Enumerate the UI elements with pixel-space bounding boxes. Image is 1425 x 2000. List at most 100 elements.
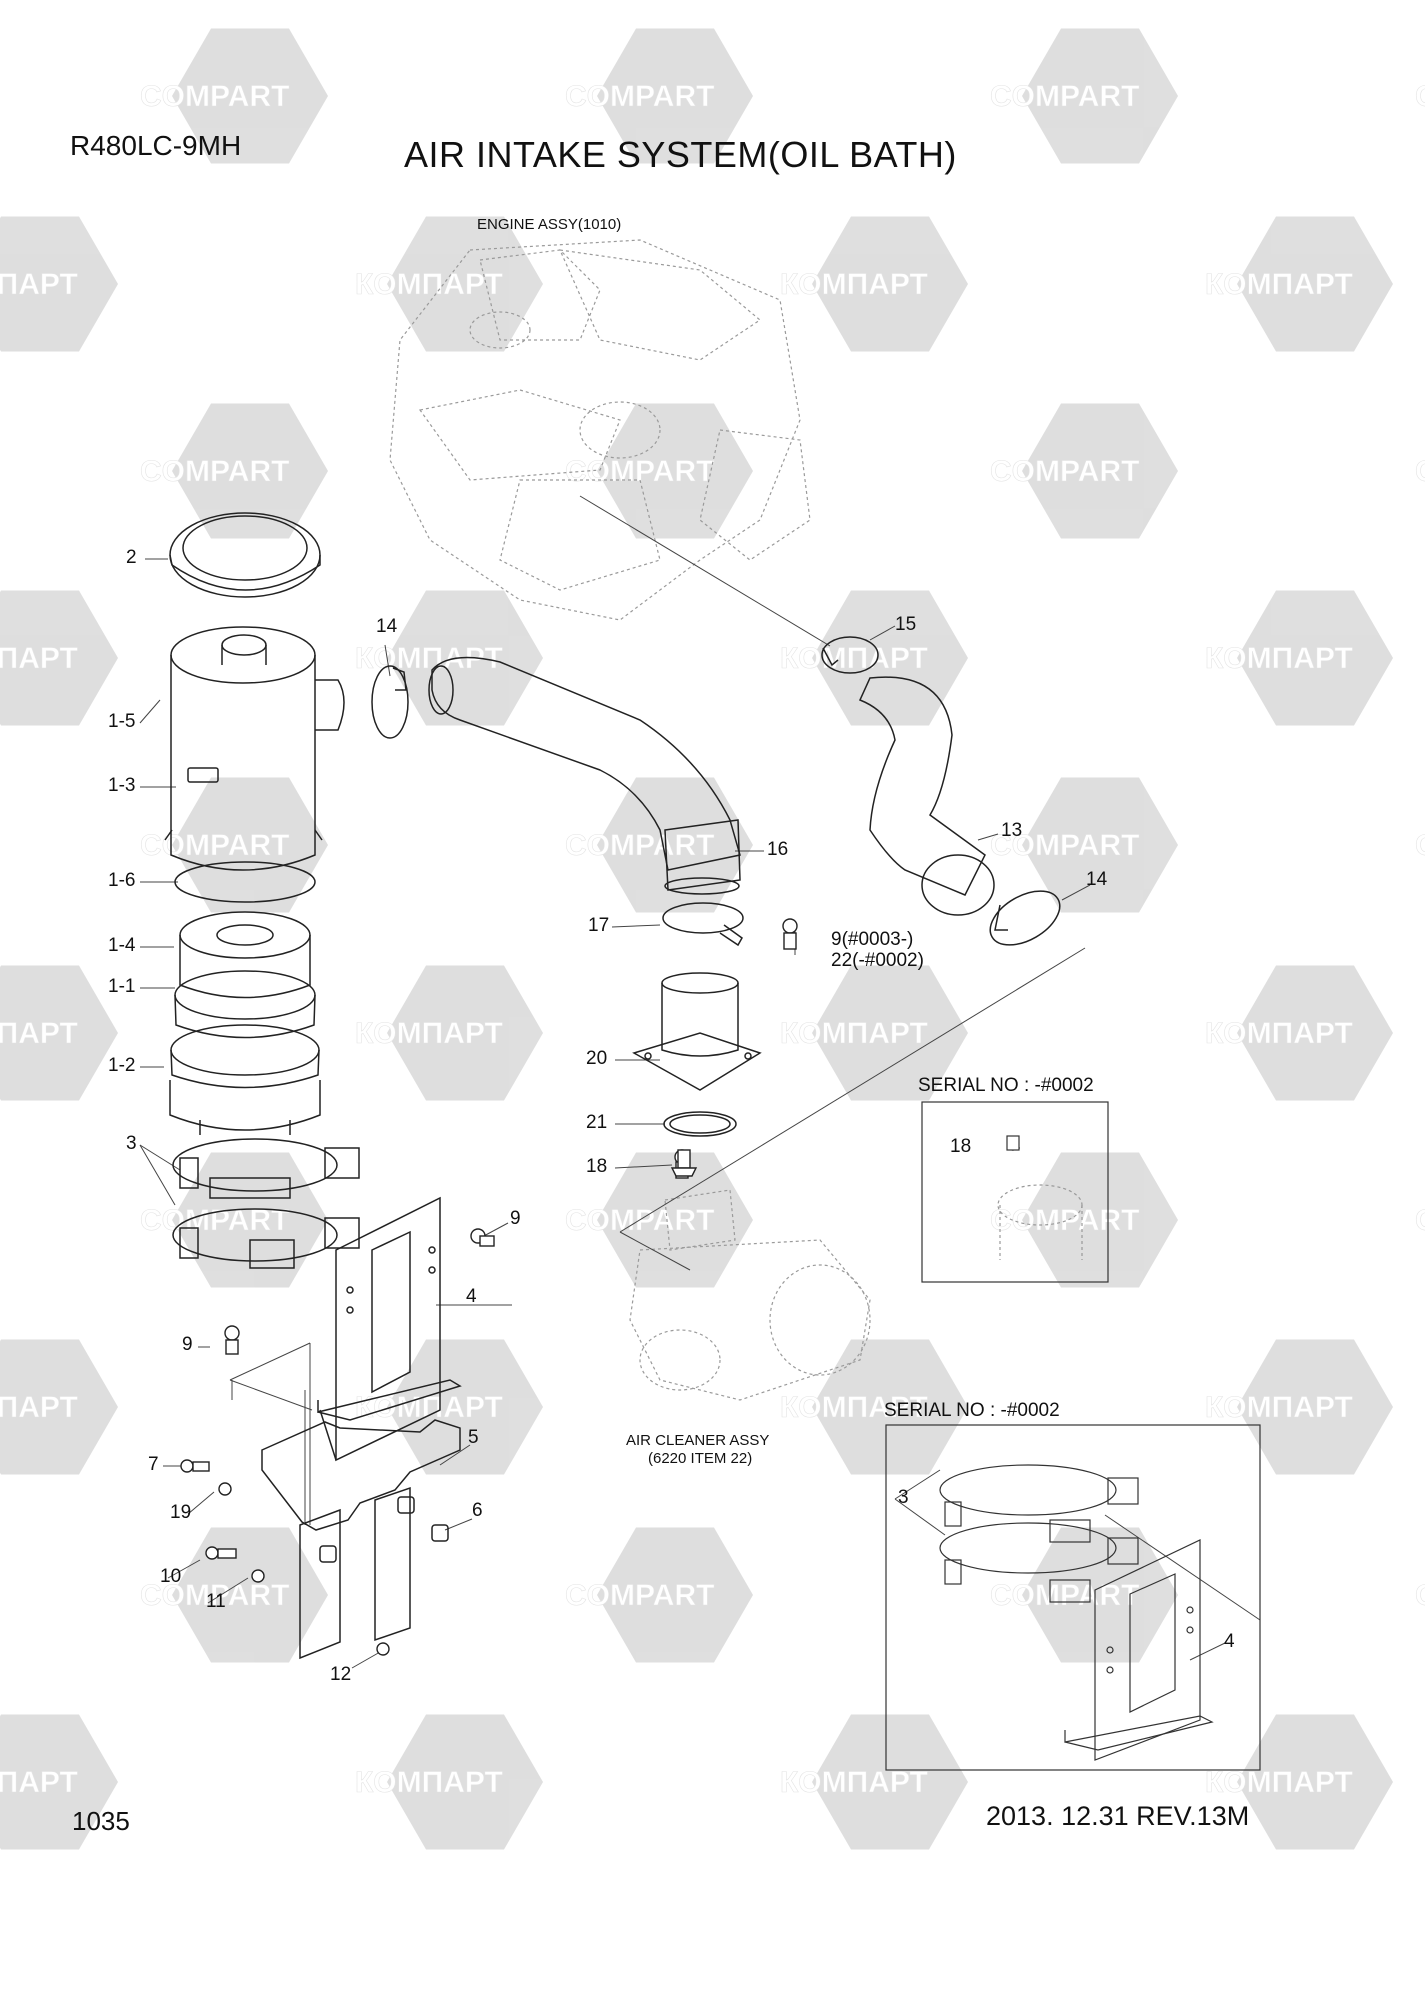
callout-label: 1-2 [108,1055,136,1076]
callout-label: 18 [586,1156,608,1177]
callout-label: 15 [895,614,917,635]
callout-label: 1-6 [108,870,136,891]
watermark-text: КОМПАРТ [780,1391,928,1424]
part-18-indicator [670,1149,698,1177]
watermark-logo [172,1527,328,1663]
watermark-logo [597,403,753,539]
watermark-text: COMPART [565,829,714,862]
callout-label: 10 [160,1566,182,1587]
watermark-text: КОМПАРТ [780,642,928,675]
part-1-2-bowl [169,1080,321,1135]
inset-box-bracket [885,1424,1261,1771]
callout-label: 20 [586,1048,608,1069]
callout-label: 2 [126,547,137,568]
watermark-logo [1022,777,1178,913]
part-5-plate [261,1419,461,1531]
engine-assy-ghost [389,239,811,621]
watermark-text: КОМПАРТ [780,268,928,301]
watermark-logo [1237,1339,1393,1475]
watermark-logo [387,216,543,352]
watermark-logo [1237,216,1393,352]
part-17-band-clamp [662,902,744,947]
model-number: R480LC-9MH [70,130,242,161]
watermark-text: COMPART [1415,80,1425,113]
lower-mount-bracket [299,1486,411,1660]
watermark-text: COMPART [140,455,289,488]
watermark-text: КОМПАРТ [1205,1391,1353,1424]
watermark-text: COMPART [1415,829,1425,862]
callout-label: 9 [510,1208,521,1229]
callout-label: 6 [472,1500,483,1521]
watermark-text: КОМПАРТ [780,1766,928,1799]
part-20-adapter-flange [632,972,762,1091]
leader-lines [139,495,1261,1669]
watermark-text: COMPART [990,80,1139,113]
watermark-logo [812,1714,968,1850]
air-cleaner-assy-label: AIR CLEANER ASSY [626,1432,770,1449]
callout-label: 5 [468,1427,479,1448]
inset-serial-label: SERIAL NO : -#0002 [884,1400,1060,1421]
callout-label: 3 [126,1133,137,1154]
air-cleaner-assy-item-label: (6220 ITEM 22) [648,1450,753,1467]
watermark-text: КОМПАРТ [1205,1017,1353,1050]
watermark-logo [0,965,118,1101]
watermark-logo [387,965,543,1101]
part-16-intake-pipe [428,656,741,895]
callout-label: 1-5 [108,711,136,732]
watermark-text: КОМПАРТ [780,1017,928,1050]
callout-label: 1-4 [108,935,136,956]
callout-label: 13 [1001,820,1023,841]
watermark-logo [387,1714,543,1850]
watermark-logo [0,1714,118,1850]
watermark-logo [1022,1152,1178,1288]
page-number: 1035 [72,1806,130,1836]
watermark-text: КОМПАРТ [1205,268,1353,301]
callout-label: 9(#0003-) [831,929,914,950]
part-15-hose-clamp [821,636,879,674]
watermark-text: COMPART [1415,1204,1425,1237]
revision-date: 2013. 12.31 REV.13M [986,1801,1250,1831]
callout-label: 1-3 [108,775,136,796]
watermark-logo [1237,1714,1393,1850]
part-21-gasket [663,1111,737,1137]
callout-label: 16 [767,839,789,860]
engine-assy-label: ENGINE ASSY(1010) [477,216,622,233]
part-6-nut [319,1496,449,1563]
watermark-logo [597,1152,753,1288]
part-1-4-filter-element [179,911,311,999]
watermark-logo [0,1339,118,1475]
watermark-text: КОМПАРТ [0,1017,78,1050]
watermark-logo [597,28,753,164]
callout-label: 11 [206,1591,226,1612]
callout-label: 21 [586,1112,608,1133]
callout-label: 19 [170,1502,192,1523]
watermark-text: COMPART [565,1579,714,1612]
watermark-logo [812,216,968,352]
watermark-text: КОМПАРТ [355,268,503,301]
callout-label: 18 [950,1136,972,1157]
part-13-hose [858,676,995,916]
watermark-logo [387,1339,543,1475]
watermark-logo [1022,28,1178,164]
callout-label: 14 [1086,869,1108,890]
watermark-text: COMPART [565,80,714,113]
watermark-text: COMPART [990,455,1139,488]
watermark-logo [812,1339,968,1475]
watermark-logo [172,403,328,539]
part-2-cap [169,512,321,598]
watermark-text: COMPART [990,1579,1139,1612]
watermark-logo [597,1527,753,1663]
watermark-text: КОМПАРТ [355,1766,503,1799]
callout-label: 14 [376,616,398,637]
callout-label: 4 [466,1286,477,1307]
watermark-text: КОМПАРТ [0,642,78,675]
watermark-text: КОМПАРТ [0,1391,78,1424]
watermark-text: COMPART [990,829,1139,862]
watermark-text: COMPART [565,455,714,488]
watermark-text: КОМПАРТ [0,268,78,301]
part-4-bracket [317,1196,462,1462]
watermark-logo [0,216,118,352]
callout-label: 7 [148,1454,159,1475]
watermark-logo [812,965,968,1101]
